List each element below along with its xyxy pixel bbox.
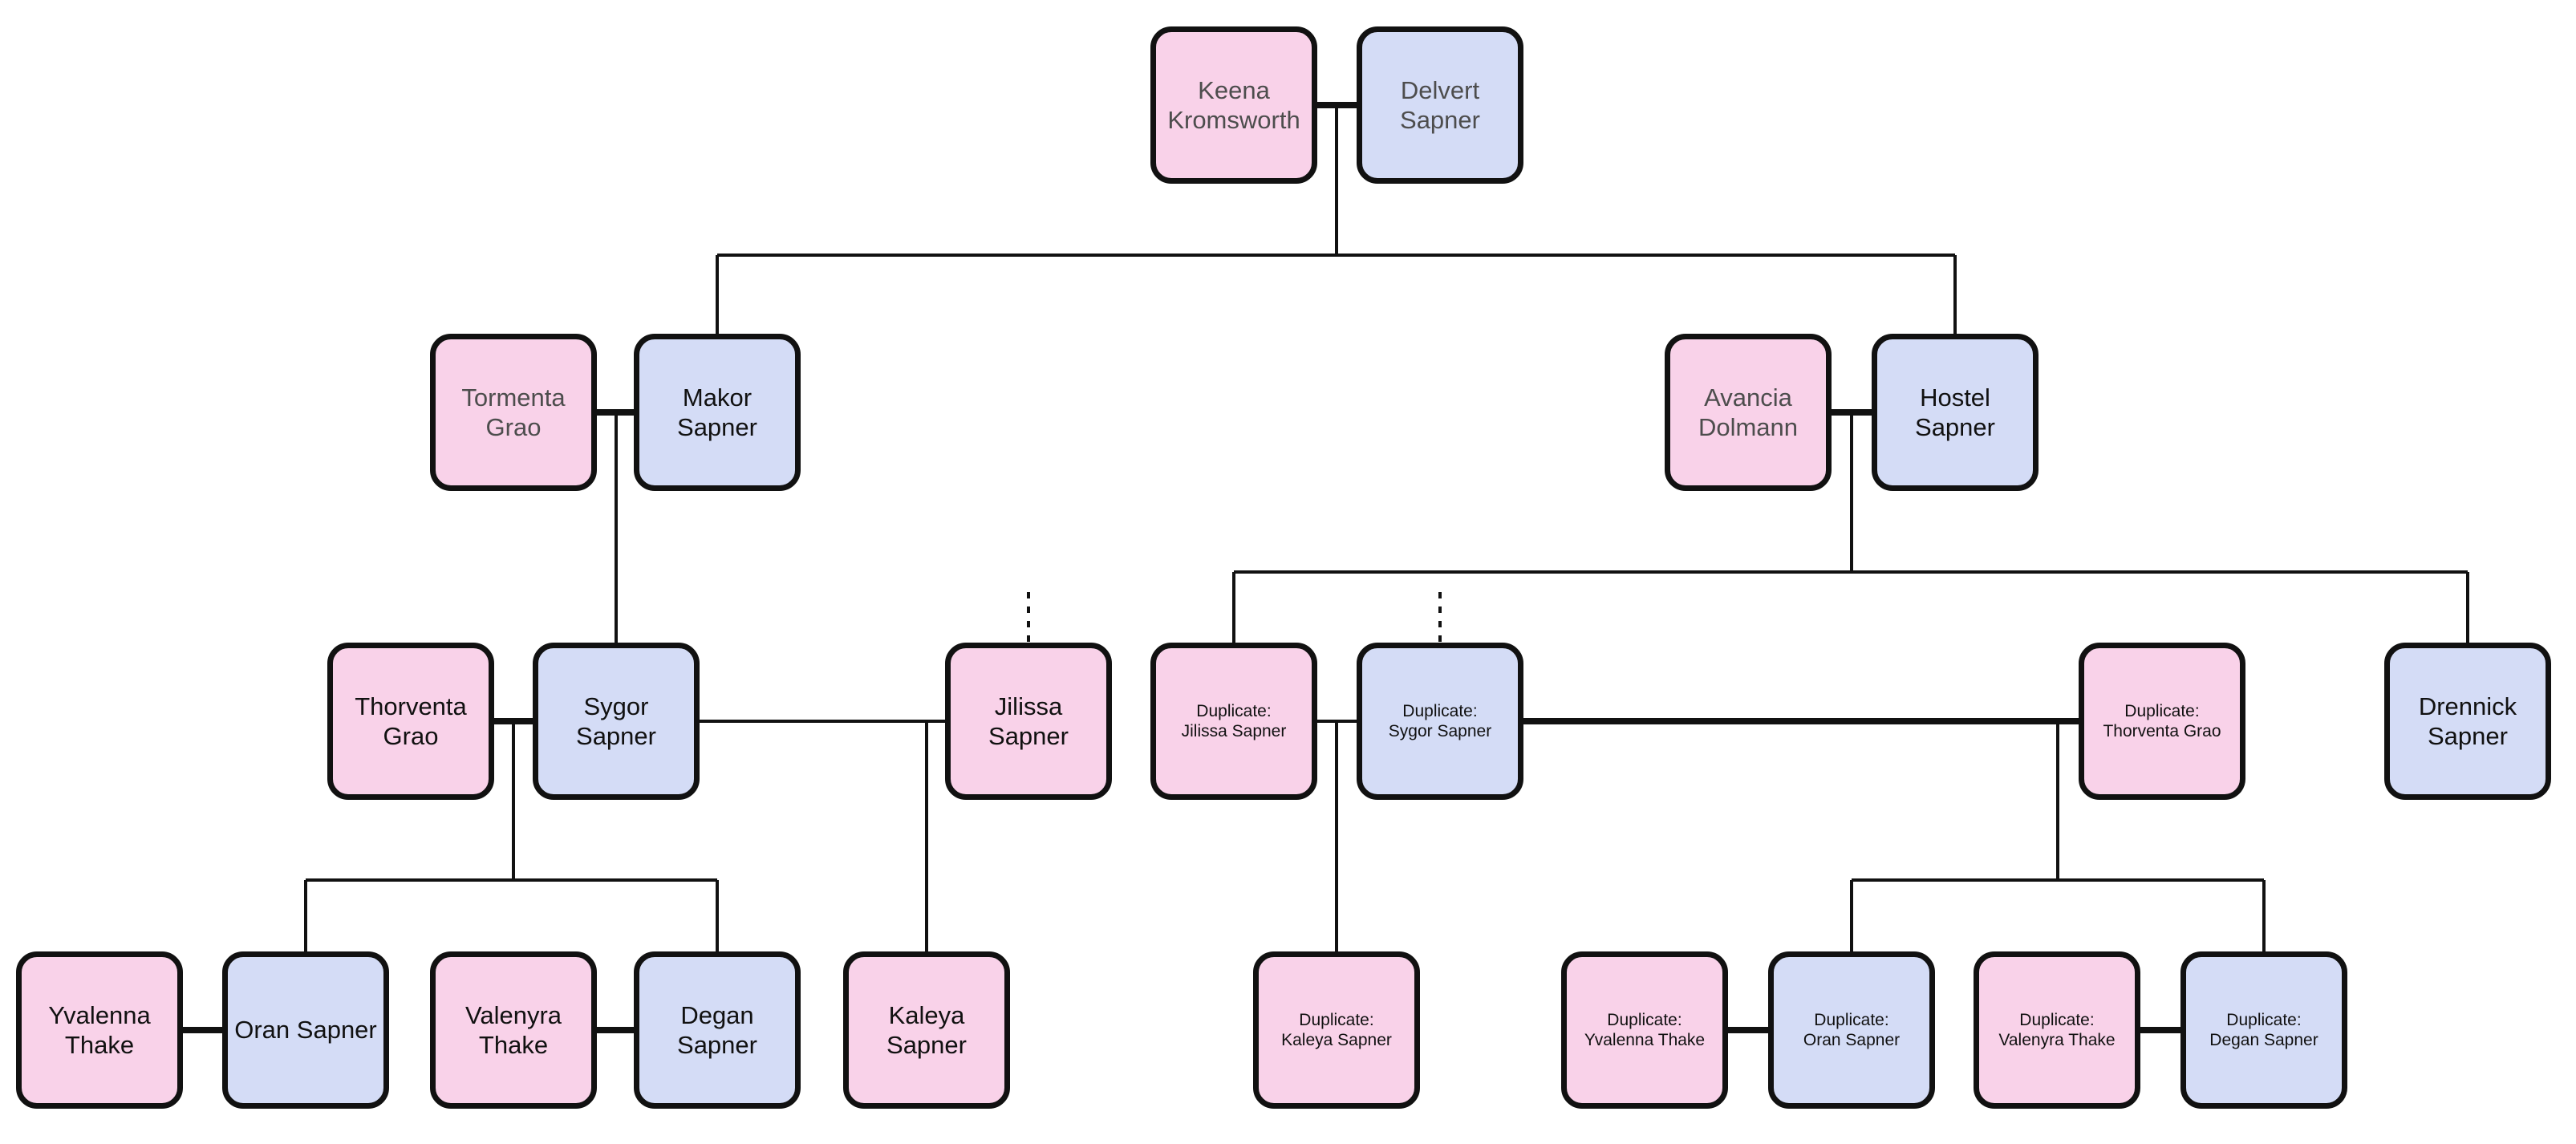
- person-node-delvert[interactable]: Delvert Sapner: [1357, 26, 1523, 184]
- person-name: Oran Sapner: [234, 1016, 377, 1045]
- person-node-oran[interactable]: Oran Sapner: [222, 951, 389, 1109]
- person-node-thorventa[interactable]: Thorventa Grao: [327, 643, 494, 800]
- person-name: Duplicate: Sygor Sapner: [1388, 701, 1492, 740]
- person-node-kaleya[interactable]: Kaleya Sapner: [843, 951, 1010, 1109]
- person-node-dup_thorventa[interactable]: Duplicate: Thorventa Grao: [2079, 643, 2245, 800]
- person-name: Jilissa Sapner: [988, 692, 1069, 750]
- person-node-degan[interactable]: Degan Sapner: [634, 951, 801, 1109]
- person-name: Duplicate: Yvalenna Thake: [1584, 1010, 1706, 1049]
- person-name: Duplicate: Thorventa Grao: [2103, 701, 2221, 740]
- person-name: Keena Kromsworth: [1167, 75, 1300, 134]
- person-name: Yvalenna Thake: [48, 1000, 151, 1059]
- person-node-hostel[interactable]: Hostel Sapner: [1872, 334, 2038, 491]
- person-name: Kaleya Sapner: [886, 1000, 967, 1059]
- person-name: Avancia Dolmann: [1698, 383, 1799, 441]
- person-node-makor[interactable]: Makor Sapner: [634, 334, 801, 491]
- person-node-dup_jilissa[interactable]: Duplicate: Jilissa Sapner: [1150, 643, 1317, 800]
- person-name: Makor Sapner: [677, 383, 757, 441]
- person-node-dup_degan[interactable]: Duplicate: Degan Sapner: [2180, 951, 2347, 1109]
- person-node-keena[interactable]: Keena Kromsworth: [1150, 26, 1317, 184]
- person-name: Duplicate: Kaleya Sapner: [1281, 1010, 1392, 1049]
- person-node-dup_sygor[interactable]: Duplicate: Sygor Sapner: [1357, 643, 1523, 800]
- person-name: Drennick Sapner: [2418, 692, 2517, 750]
- person-name: Tormenta Grao: [461, 383, 566, 441]
- person-node-avancia[interactable]: Avancia Dolmann: [1665, 334, 1832, 491]
- person-node-sygor[interactable]: Sygor Sapner: [533, 643, 700, 800]
- person-node-dup_oran[interactable]: Duplicate: Oran Sapner: [1768, 951, 1935, 1109]
- person-name: Thorventa Grao: [355, 692, 467, 750]
- person-name: Duplicate: Valenyra Thake: [1998, 1010, 2116, 1049]
- person-node-valenyra[interactable]: Valenyra Thake: [430, 951, 597, 1109]
- person-name: Valenyra Thake: [464, 1000, 562, 1059]
- person-node-yvalenna[interactable]: Yvalenna Thake: [16, 951, 183, 1109]
- person-node-tormenta[interactable]: Tormenta Grao: [430, 334, 597, 491]
- person-node-dup_yvalenna[interactable]: Duplicate: Yvalenna Thake: [1561, 951, 1728, 1109]
- person-name: Hostel Sapner: [1915, 383, 1995, 441]
- person-name: Degan Sapner: [677, 1000, 757, 1059]
- person-name: Delvert Sapner: [1400, 75, 1480, 134]
- person-name: Duplicate: Jilissa Sapner: [1181, 701, 1287, 740]
- person-node-jilissa[interactable]: Jilissa Sapner: [945, 643, 1112, 800]
- person-node-dup_valenyra[interactable]: Duplicate: Valenyra Thake: [1974, 951, 2140, 1109]
- person-node-dup_kaleya[interactable]: Duplicate: Kaleya Sapner: [1253, 951, 1420, 1109]
- person-name: Duplicate: Degan Sapner: [2209, 1010, 2318, 1049]
- person-name: Sygor Sapner: [576, 692, 656, 750]
- person-name: Duplicate: Oran Sapner: [1803, 1010, 1901, 1049]
- person-node-drennick[interactable]: Drennick Sapner: [2384, 643, 2551, 800]
